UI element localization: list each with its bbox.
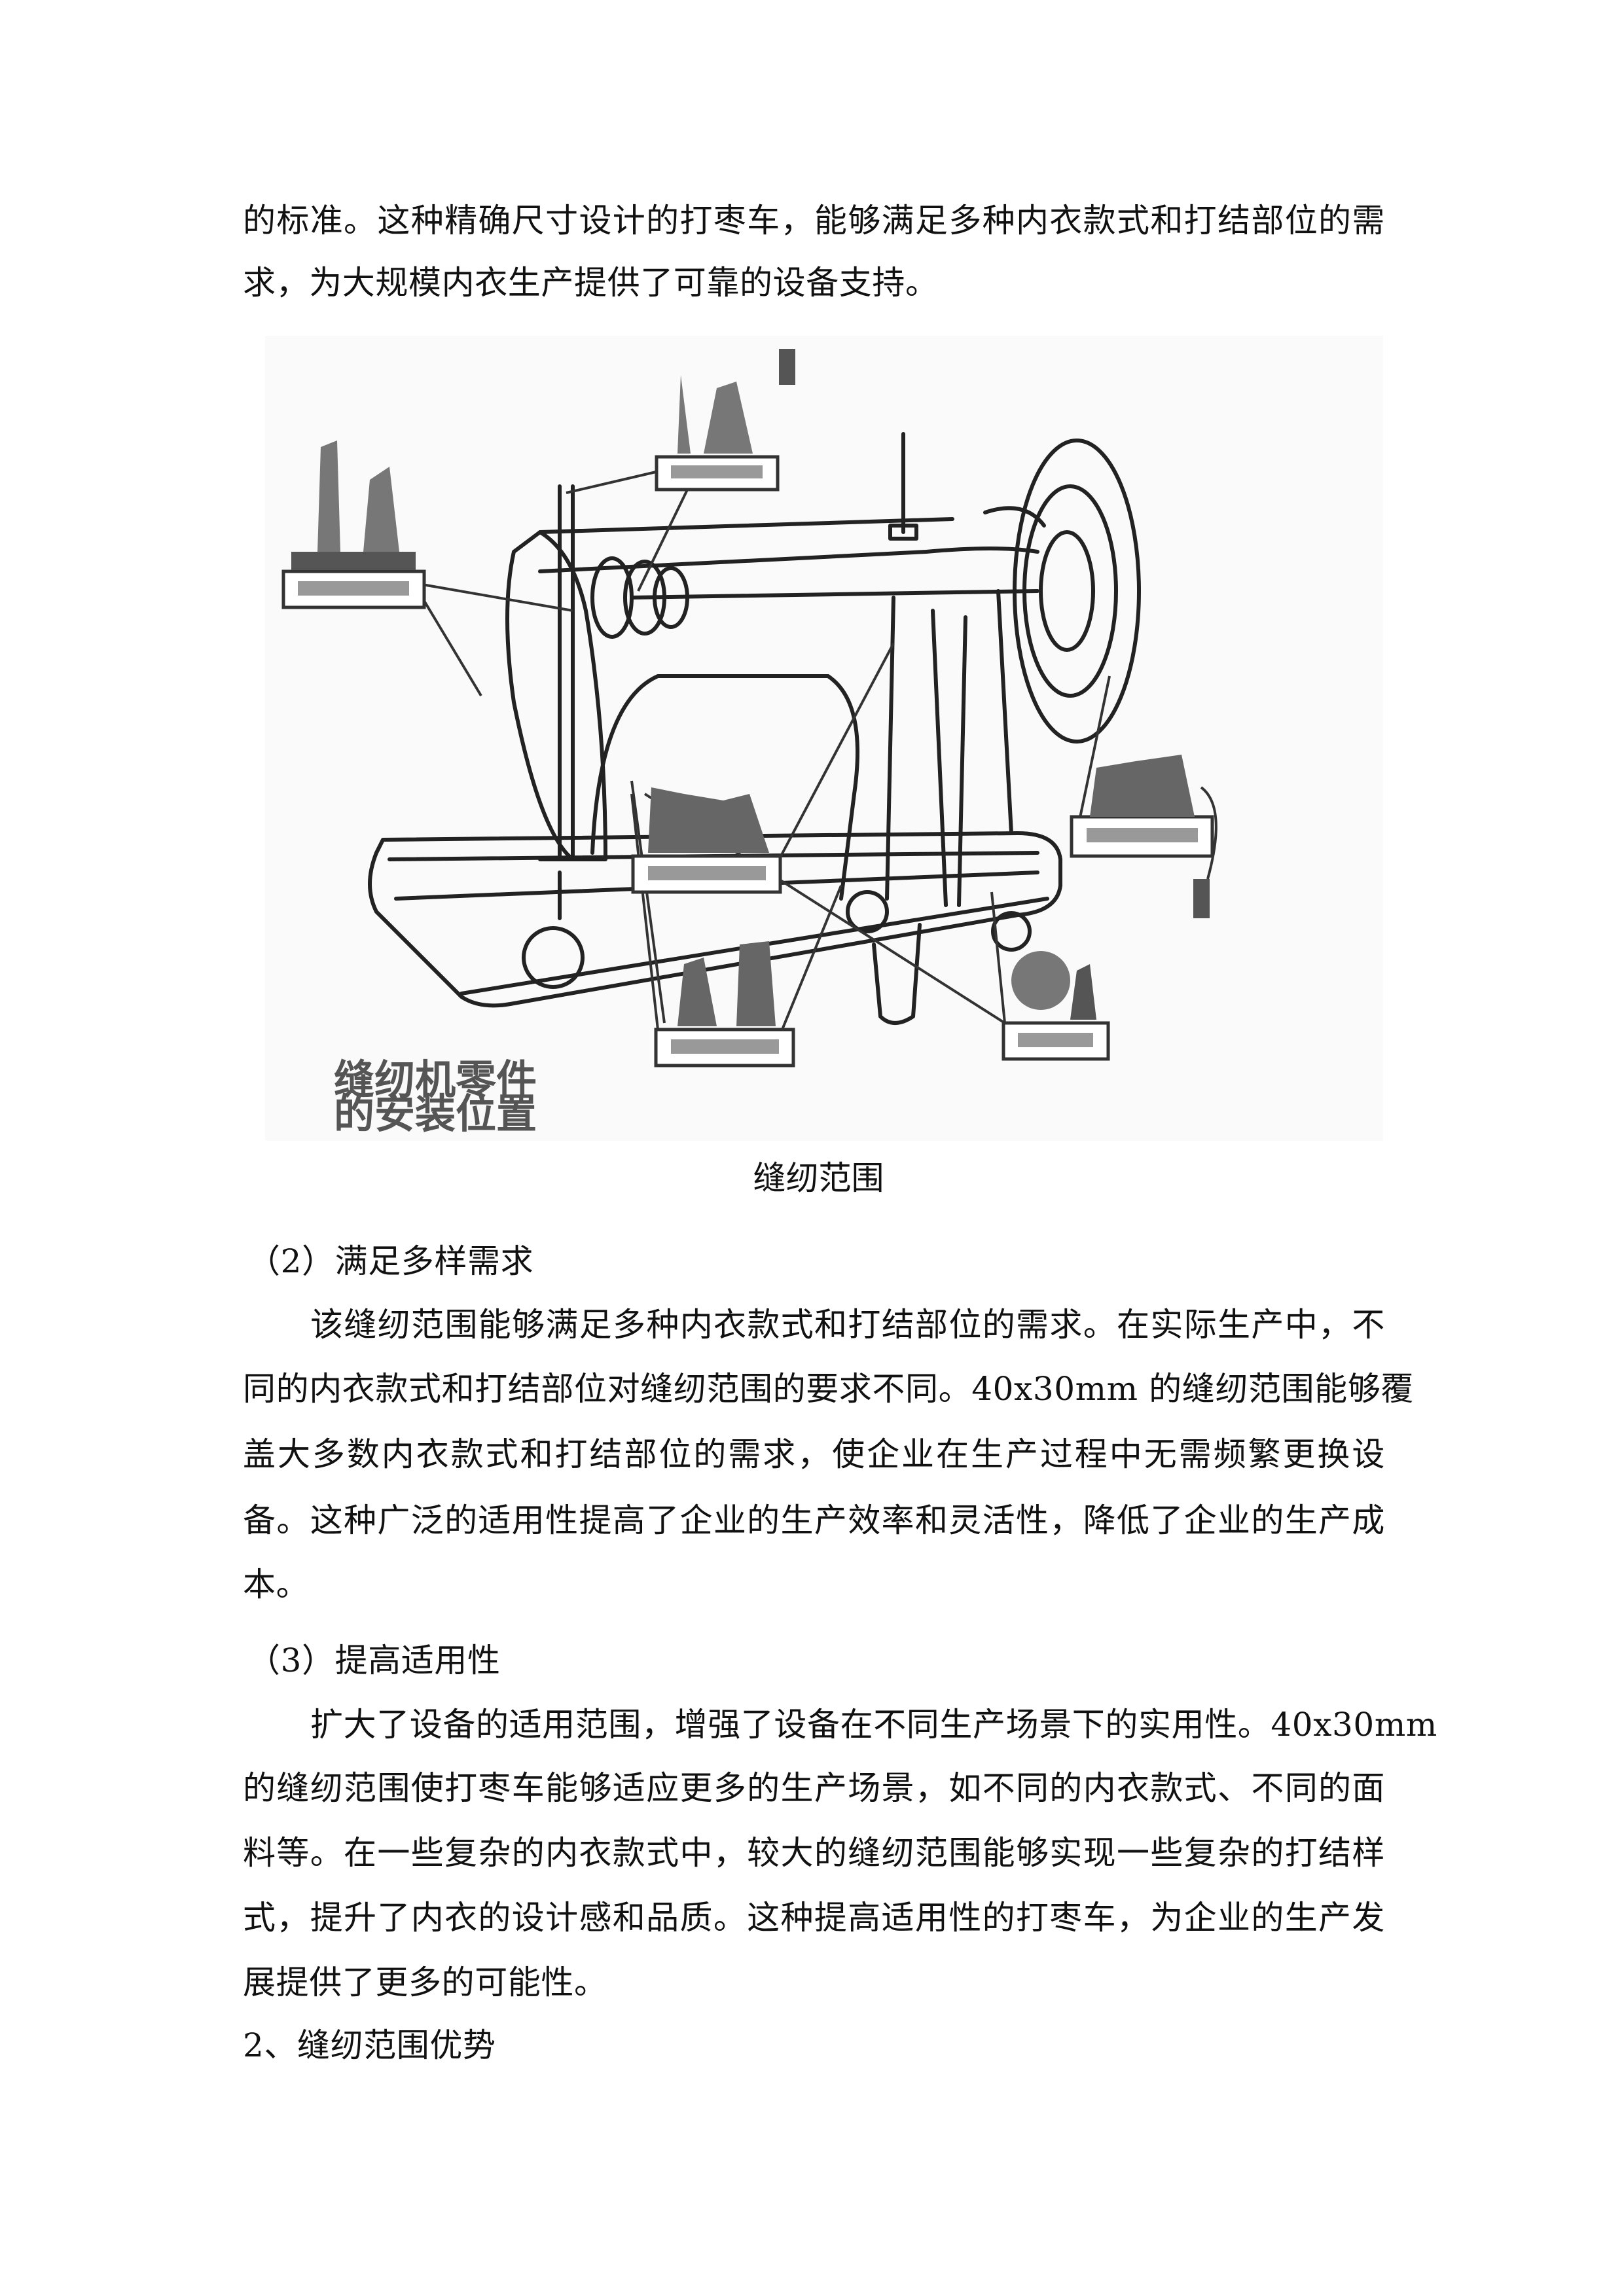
- section-3-line-5: 展提供了更多的可能性。: [243, 1964, 607, 2001]
- section-2-line-3: 盖大多数内衣款式和打结部位的需求，使企业在生产过程中无需频繁更换设: [243, 1435, 1385, 1473]
- section-2-line-2: 同的内衣款式和打结部位对缝纫范围的要求不同。40x30mm 的缝纫范围能够覆: [243, 1370, 1414, 1408]
- callout-boxes: [281, 349, 1218, 1067]
- section-3-line-3: 料等。在一些复杂的内衣款式中，较大的缝纫范围能够实现一些复杂的打结样: [243, 1834, 1385, 1872]
- next-section-heading: 2、缝纫范围优势: [243, 2026, 496, 2064]
- sewing-machine-figure: 缝纫机零件 的安装位置: [265, 336, 1383, 1141]
- figure-overlay-line-1: 缝纫机零件: [334, 1056, 537, 1103]
- callout-bottom-center: [654, 941, 795, 1067]
- intro-line-1: 的标准。这种精确尺寸设计的打枣车，能够满足多种内衣款式和打结部位的需: [243, 202, 1385, 240]
- section-heading-3: （3）提高适用性: [247, 1641, 501, 1679]
- figure-caption: 缝纫范围: [753, 1159, 884, 1197]
- callout-top-left: [281, 440, 426, 609]
- sewing-machine-diagram: 缝纫机零件 的安装位置: [265, 336, 1383, 1141]
- callout-center: [631, 787, 782, 894]
- section-2-line-1: 该缝纫范围能够满足多种内衣款式和打结部位的需求。在实际生产中，不: [310, 1306, 1385, 1344]
- section-3-line-4: 式，提升了内衣的设计感和品质。这种提高适用性的打枣车，为企业的生产发: [243, 1899, 1385, 1937]
- callout-top-center: [655, 349, 795, 492]
- callout-right: [1070, 755, 1218, 918]
- figure-overlay-line-2: 的安装位置: [334, 1090, 537, 1138]
- section-3-line-2: 的缝纫范围使打枣车能够适应更多的生产场景，如不同的内衣款式、不同的面: [243, 1769, 1385, 1807]
- intro-line-2: 求，为大规模内衣生产提供了可靠的设备支持。: [243, 264, 939, 302]
- section-heading-2: （2）满足多样需求: [247, 1242, 534, 1280]
- section-2-line-4: 备。这种广泛的适用性提高了企业的生产效率和灵活性，降低了企业的生产成: [243, 1501, 1385, 1539]
- section-2-line-5: 本。: [243, 1566, 310, 1604]
- callout-bottom-right: [1001, 951, 1110, 1061]
- section-3-line-1: 扩大了设备的适用范围，增强了设备在不同生产场景下的实用性。40x30mm: [310, 1706, 1437, 1744]
